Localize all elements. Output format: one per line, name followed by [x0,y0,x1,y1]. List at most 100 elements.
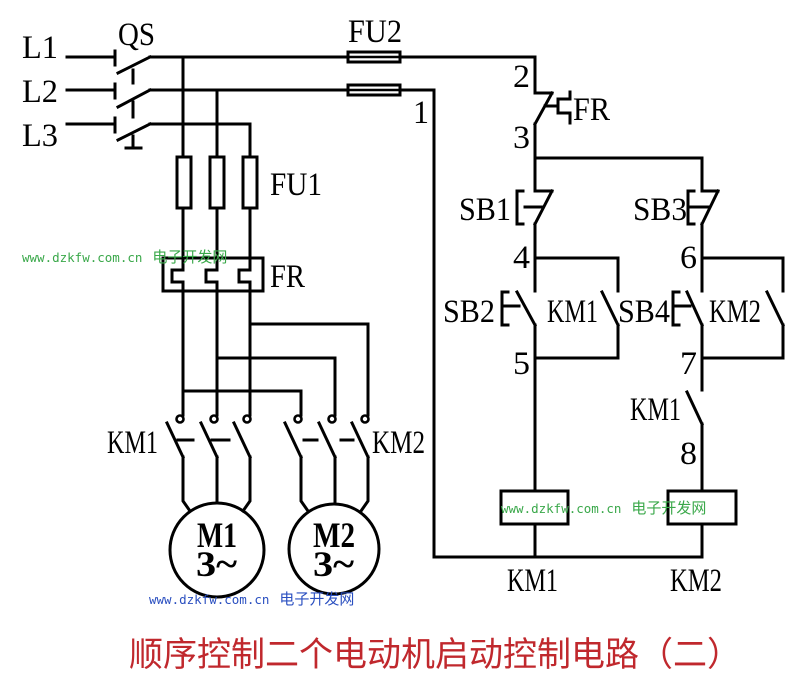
wire-branch-km2 [533,156,704,193]
label-km2-main: KM2 [372,425,425,461]
contact-blade [514,289,538,328]
fuse-fu1-c [241,155,259,210]
label-qs: QS [118,17,155,53]
start-button-sb2: SB2 [443,289,538,330]
qs-blade-l3 [115,121,153,143]
contact-blade [685,290,704,327]
contactor-km2-main: KM2 [283,414,425,461]
contact-terminal [242,414,252,424]
watermark-1: www.dzkfw.com.cn 电子开发网 [22,248,227,266]
label-coil-km2: KM2 [670,563,722,599]
contact-blade [199,421,219,459]
start-button-sb4: SB4 [618,290,704,330]
watermark-text: www.dzkfw.com.cn 电子开发网 [149,590,354,608]
coil-km2: KM2 [666,489,738,599]
label-m1: M1 [197,515,237,555]
km1-hold-contact: KM1 [533,289,621,360]
pushbutton-bracket-icon [500,290,510,327]
label-km1-interlock: KM1 [630,392,681,428]
motor-lead [299,455,311,514]
supply-labels: L1 L2 L3 QS [22,17,155,154]
label-l2: L2 [22,74,58,110]
node-label-8: 8 [680,436,697,472]
contact-terminal [327,414,337,424]
diagram-title: 顺序控制二个电动机启动控制电路（二） [129,635,741,675]
contact-blade [532,90,555,127]
heater-c [237,256,252,293]
contact-terminal [360,414,370,424]
label-m1-type: 3~ [196,544,237,584]
label-l1: L1 [22,30,58,66]
label-fr-heater: FR [270,259,305,295]
coil-km1: KM1 [499,489,570,599]
motor-m1-symbol [168,501,266,599]
motor-lead [181,455,193,514]
fuse-fu2: FU2 [346,14,402,97]
qs-blade-l2 [115,87,153,110]
label-coil-km1: KM1 [507,563,558,599]
contactor-km1-main: KM1 [107,414,252,461]
fuse-fu1: FU1 [175,155,322,210]
node-label-6: 6 [680,240,697,276]
label-km1-main: KM1 [107,425,158,461]
stop-button-sb3: SB3 [633,188,721,228]
label-km2-hold: KM2 [709,294,761,330]
label-sb1: SB1 [459,192,511,228]
label-l3: L3 [22,118,58,154]
qs-blade-l1 [115,54,153,76]
node-label-7: 7 [680,346,697,382]
contact-blade [232,421,252,459]
label-fu1: FU1 [270,167,322,203]
label-sb4: SB4 [618,294,670,330]
thermal-relay-fr: FR [161,256,305,295]
contact-blade [764,289,786,328]
watermark-site: 电子开发网 [279,590,354,608]
watermark-text: www.dzkfw.com.cn 电子开发网 [501,499,706,517]
isolator-switch-qs [65,49,153,150]
km1-interlock-contact: KM1 [630,390,704,428]
watermark-3: www.dzkfw.com.cn 电子开发网 [501,499,706,517]
fuse-fu1-a [175,155,193,210]
node-label-2: 2 [513,59,530,95]
contact-terminal [209,414,219,424]
distribution-wiring [181,289,370,417]
motor-m1: M1 3~ [168,455,266,599]
fr-nc-contact: FR [532,90,610,128]
contact-blade [599,289,621,328]
stop-button-sb1: SB1 [459,188,555,228]
watermark-2: www.dzkfw.com.cn 电子开发网 [149,590,354,608]
node-label-3: 3 [513,120,530,156]
motor-m2: M2 3~ [287,455,381,596]
wire [533,323,620,360]
watermark-url: www.dzkfw.com.cn [149,592,269,607]
pushbutton-bracket-icon [515,189,525,226]
wire-to-km2-a [181,389,303,417]
contact-terminal [293,414,303,424]
contact-blade [350,421,370,459]
label-sb3: SB3 [633,192,687,228]
contact-blade [283,421,303,459]
label-m2-type: 3~ [313,544,354,584]
heater-b [204,256,219,293]
pushbutton-bracket-icon [686,189,696,226]
contact-blade [685,390,704,426]
label-fu2: FU2 [348,14,402,50]
label-m2: M2 [313,515,355,555]
thermal-actuator-icon [556,90,572,125]
km2-hold-contact: KM2 [700,289,786,360]
label-sb2: SB2 [443,294,495,330]
control-circuit: 1 2 FR 3 SB1 4 SB2 [398,55,786,599]
fuse-fu1-b [208,155,226,210]
label-km1-hold: KM1 [547,294,598,330]
contact-blade [317,421,337,459]
node-label-5: 5 [513,346,530,382]
wire-hold-km2 [700,256,785,293]
pushbutton-bracket-icon [671,290,681,327]
contact-blade [165,421,185,459]
watermark-url: www.dzkfw.com.cn [22,250,142,265]
watermark-text: www.dzkfw.com.cn 电子开发网 [22,248,227,266]
wire-to-km2-b [215,356,337,417]
motor-lead [358,455,370,514]
